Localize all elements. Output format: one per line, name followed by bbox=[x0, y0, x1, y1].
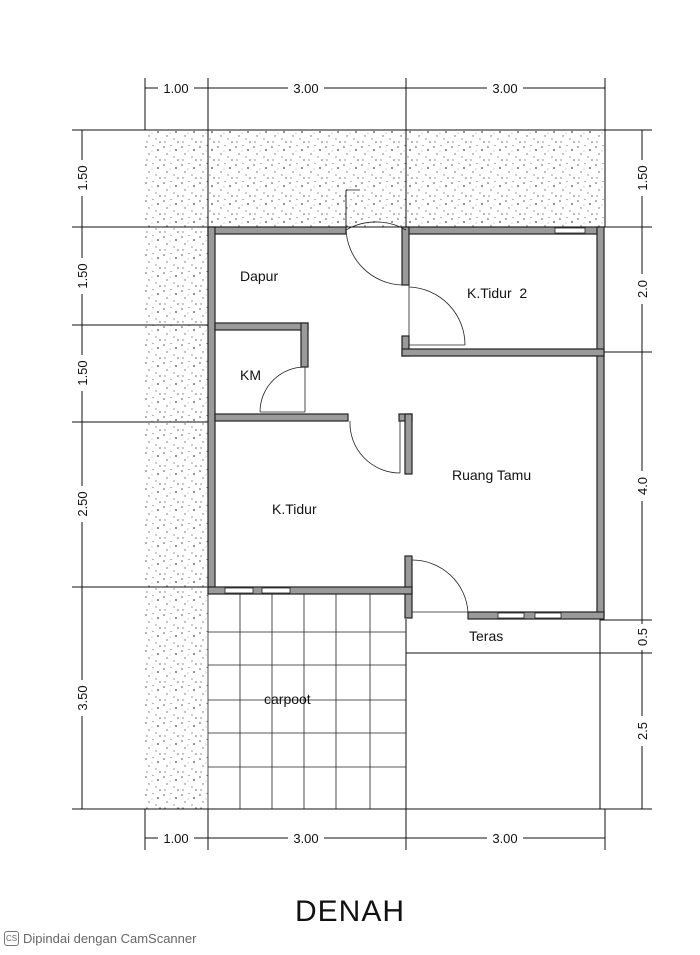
dim-right-3: 4.0 bbox=[635, 477, 650, 495]
dim-left-4: 2.50 bbox=[75, 491, 90, 516]
camscanner-icon: CS bbox=[4, 931, 19, 946]
carport-paving bbox=[207, 594, 406, 809]
label-kamar-mandi: KM bbox=[240, 367, 261, 383]
scanner-footer: CS Dipindai dengan CamScanner bbox=[4, 931, 196, 946]
dim-left-1: 1.50 bbox=[75, 165, 90, 190]
dim-labels-bottom: 1.00 3.00 3.00 bbox=[158, 830, 523, 846]
footer-text: Dipindai dengan CamScanner bbox=[23, 931, 197, 946]
dim-top-1: 1.00 bbox=[163, 81, 188, 96]
yard-top bbox=[145, 130, 605, 227]
dim-labels-right: 1.50 2.0 4.0 0.5 2.5 bbox=[634, 160, 650, 746]
dim-top-3: 3.00 bbox=[492, 81, 517, 96]
dim-right-1: 1.50 bbox=[635, 165, 650, 190]
dim-bottom-3: 3.00 bbox=[492, 831, 517, 846]
dim-bottom-2: 3.00 bbox=[293, 831, 318, 846]
dim-right-2: 2.0 bbox=[635, 280, 650, 298]
label-dapur: Dapur bbox=[240, 268, 278, 284]
dim-bottom-1: 1.00 bbox=[163, 831, 188, 846]
dim-labels-left: 1.50 1.50 1.50 2.50 3.50 bbox=[74, 160, 90, 716]
dim-left-2: 1.50 bbox=[75, 263, 90, 288]
walls bbox=[207, 226, 605, 620]
dim-left-5: 3.50 bbox=[75, 685, 90, 710]
label-ruang-tamu: Ruang Tamu bbox=[452, 467, 531, 483]
room-labels: Dapur K.Tidur 2 KM Ruang Tamu K.Tidur Te… bbox=[240, 268, 531, 707]
dim-left-3: 1.50 bbox=[75, 360, 90, 385]
label-carport: carpoot bbox=[264, 691, 311, 707]
dim-top-2: 3.00 bbox=[293, 81, 318, 96]
windows bbox=[224, 227, 586, 619]
drawing-title: DENAH bbox=[294, 895, 405, 928]
dim-right-4: 0.5 bbox=[635, 628, 650, 646]
dim-right-5: 2.5 bbox=[635, 722, 650, 740]
yard-left bbox=[145, 227, 208, 809]
doors bbox=[259, 189, 469, 613]
teras-outline bbox=[405, 619, 601, 809]
label-kamar-tidur-2: K.Tidur 2 bbox=[467, 285, 527, 301]
label-kamar-tidur: K.Tidur bbox=[272, 501, 317, 517]
dim-labels-top: 1.00 3.00 3.00 bbox=[158, 80, 523, 96]
label-teras: Teras bbox=[469, 628, 503, 644]
